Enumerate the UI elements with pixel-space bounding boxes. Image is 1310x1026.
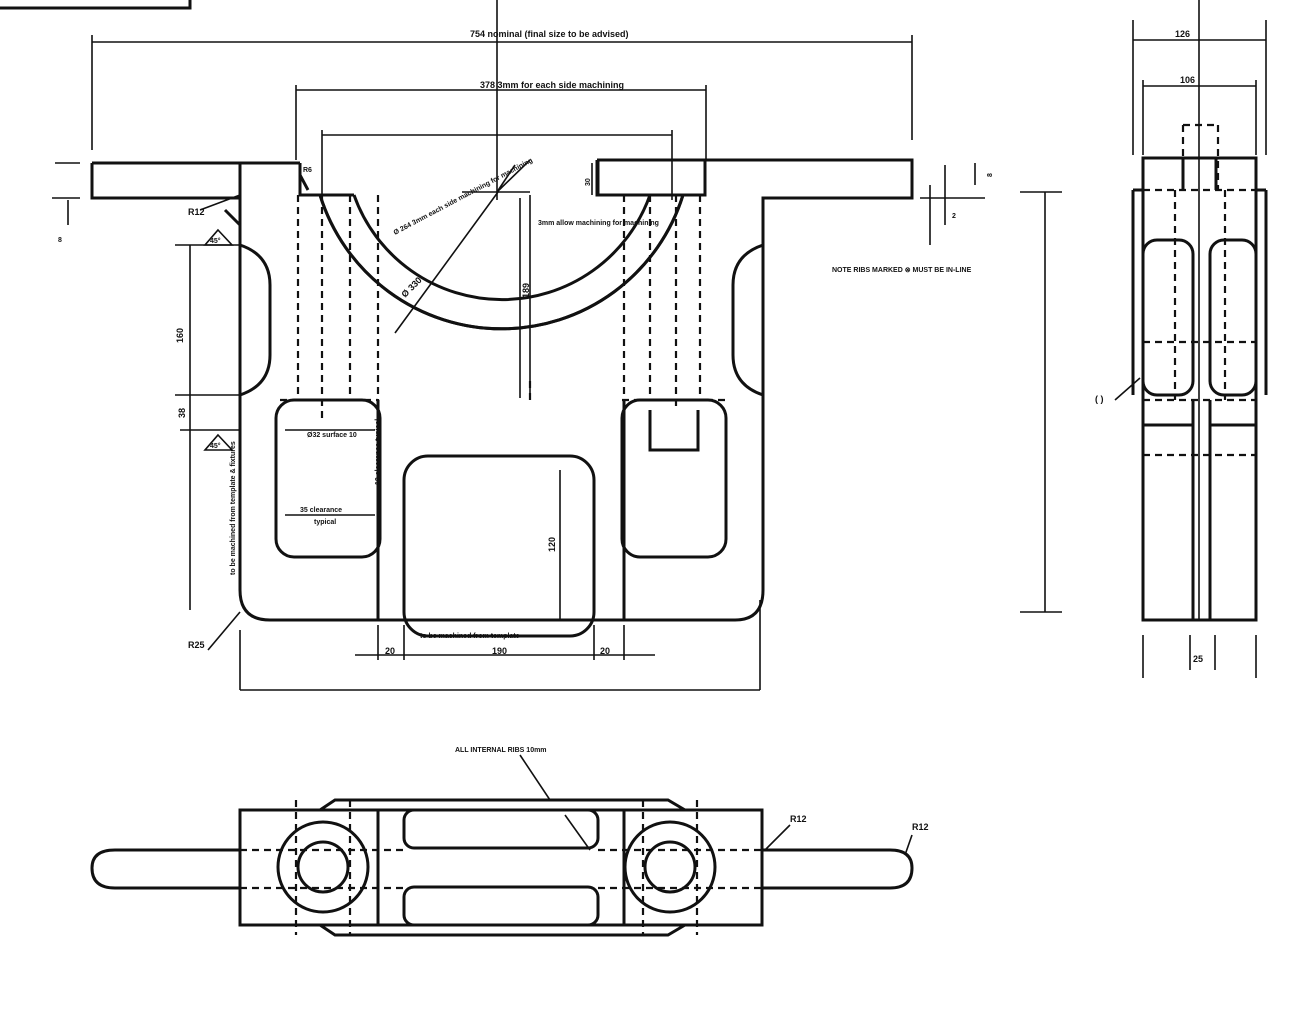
dim-bore-dia: Ø 264 3mm each side machining for machin… [393,157,534,237]
front-dimensions: 754 nominal (final size to be advised) 3… [52,29,1062,691]
plan-view: ALL INTERNAL RIBS 10mm R12 R12 [90,747,929,937]
dim-160: 160 [175,328,185,343]
side-view: 126 106 25 ( ) [1095,0,1268,678]
dim-overall-length: 754 nominal (final size to be advised) [470,29,629,39]
bottom-note: to be machined from template [420,633,520,640]
pocket-typical: typical [314,519,336,526]
dim-8-right: 8 [987,173,994,177]
inner-bearing-arc [352,194,652,302]
front-outline [90,158,914,622]
dim-lug-thickness: 30 [585,178,592,186]
dim-190: 190 [492,646,507,656]
radius-6-label: R6 [303,167,312,174]
left-pocket [274,398,382,559]
pocket-bottom-label: 35 clearance [300,507,342,514]
outer-bearing-arc [318,194,685,331]
dim-20-left: 20 [385,646,395,656]
dim-120: 120 [547,537,557,552]
dim-bore-centres: 378 3mm for each side machining [480,80,624,90]
radius-12-a: R12 [790,814,807,824]
dim-38: 38 [177,408,187,418]
front-view [90,0,914,638]
dim-20-right: 20 [600,646,610,656]
left-vertical-note: to be machined from template & fixtures [230,441,237,575]
angle-45-bottom: 45° [210,442,221,450]
pocket-side-label: 10 clearance typical [375,419,382,485]
dim-8-left: 8 [58,237,62,244]
side-marker: ( ) [1095,394,1104,404]
title-block-corner [0,0,192,10]
bore-machining-note: 3mm allow machining for machining [538,220,659,227]
centre-pocket [402,454,596,638]
rib-note: ALL INTERNAL RIBS 10mm [455,747,547,754]
right-pocket [620,398,728,559]
dim-126: 126 [1175,29,1190,39]
radius-12-b: R12 [912,822,929,832]
ribs-note: NOTE RIBS MARKED ⊗ MUST BE IN-LINE [832,267,972,274]
dim-outer-dia: Ø 330 [399,275,423,299]
dim-189: 189 [521,283,531,298]
radius-25-label: R25 [188,640,205,650]
dim-25: 25 [1193,654,1203,664]
dim-2: 2 [952,213,956,220]
dim-106: 106 [1180,75,1195,85]
pocket-top-label: Ø32 surface 10 [307,432,357,439]
radius-12-label: R12 [188,207,205,217]
angle-45-top: 45° [210,237,221,245]
